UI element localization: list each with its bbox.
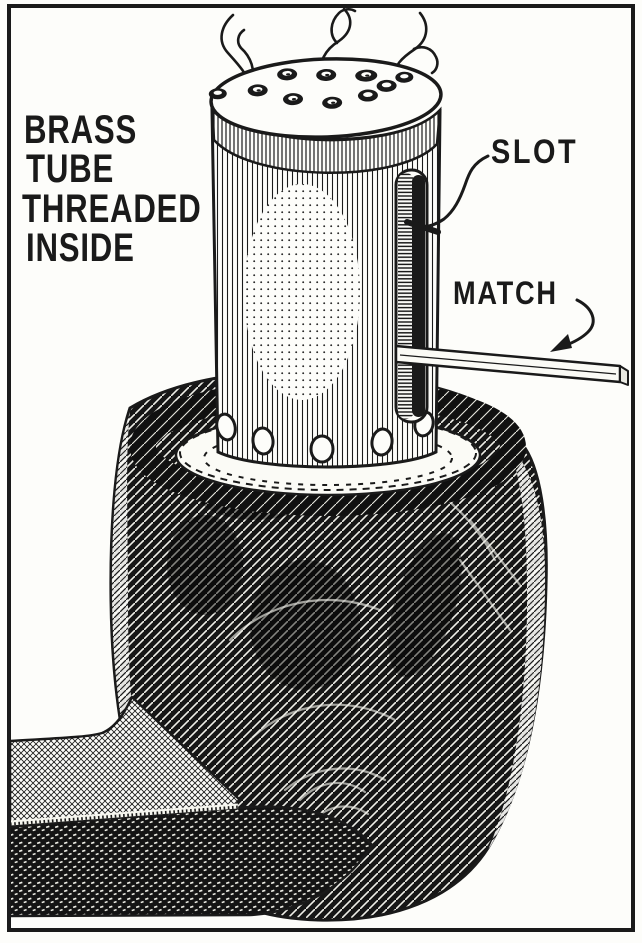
slot-leader-line: [404, 154, 490, 235]
brass-tube-label-line-4: INSIDE: [26, 225, 135, 270]
slot-drawing: [394, 168, 429, 424]
brass-tube-label-line-3: THREADED: [22, 186, 202, 231]
perforated-cap: [208, 57, 443, 139]
tube-base-holes: [215, 410, 435, 464]
pipe-stem-drawing: [7, 695, 374, 918]
match-label: MATCH: [453, 276, 558, 312]
match-arrow: [550, 298, 595, 352]
brass-tube-label-line-1: BRASS: [24, 107, 137, 152]
brass-tube-label-line-2: TUBE: [26, 146, 114, 191]
brass-tube-drawing: [208, 57, 443, 469]
cap-holes: [208, 68, 414, 109]
brass-tube-label: BRASS TUBE THREADED INSIDE: [22, 107, 202, 270]
slot-label: SLOT: [491, 132, 578, 171]
glow-spot: [244, 184, 360, 400]
frame-border: [7, 4, 635, 932]
match-stick-drawing: [394, 344, 629, 386]
